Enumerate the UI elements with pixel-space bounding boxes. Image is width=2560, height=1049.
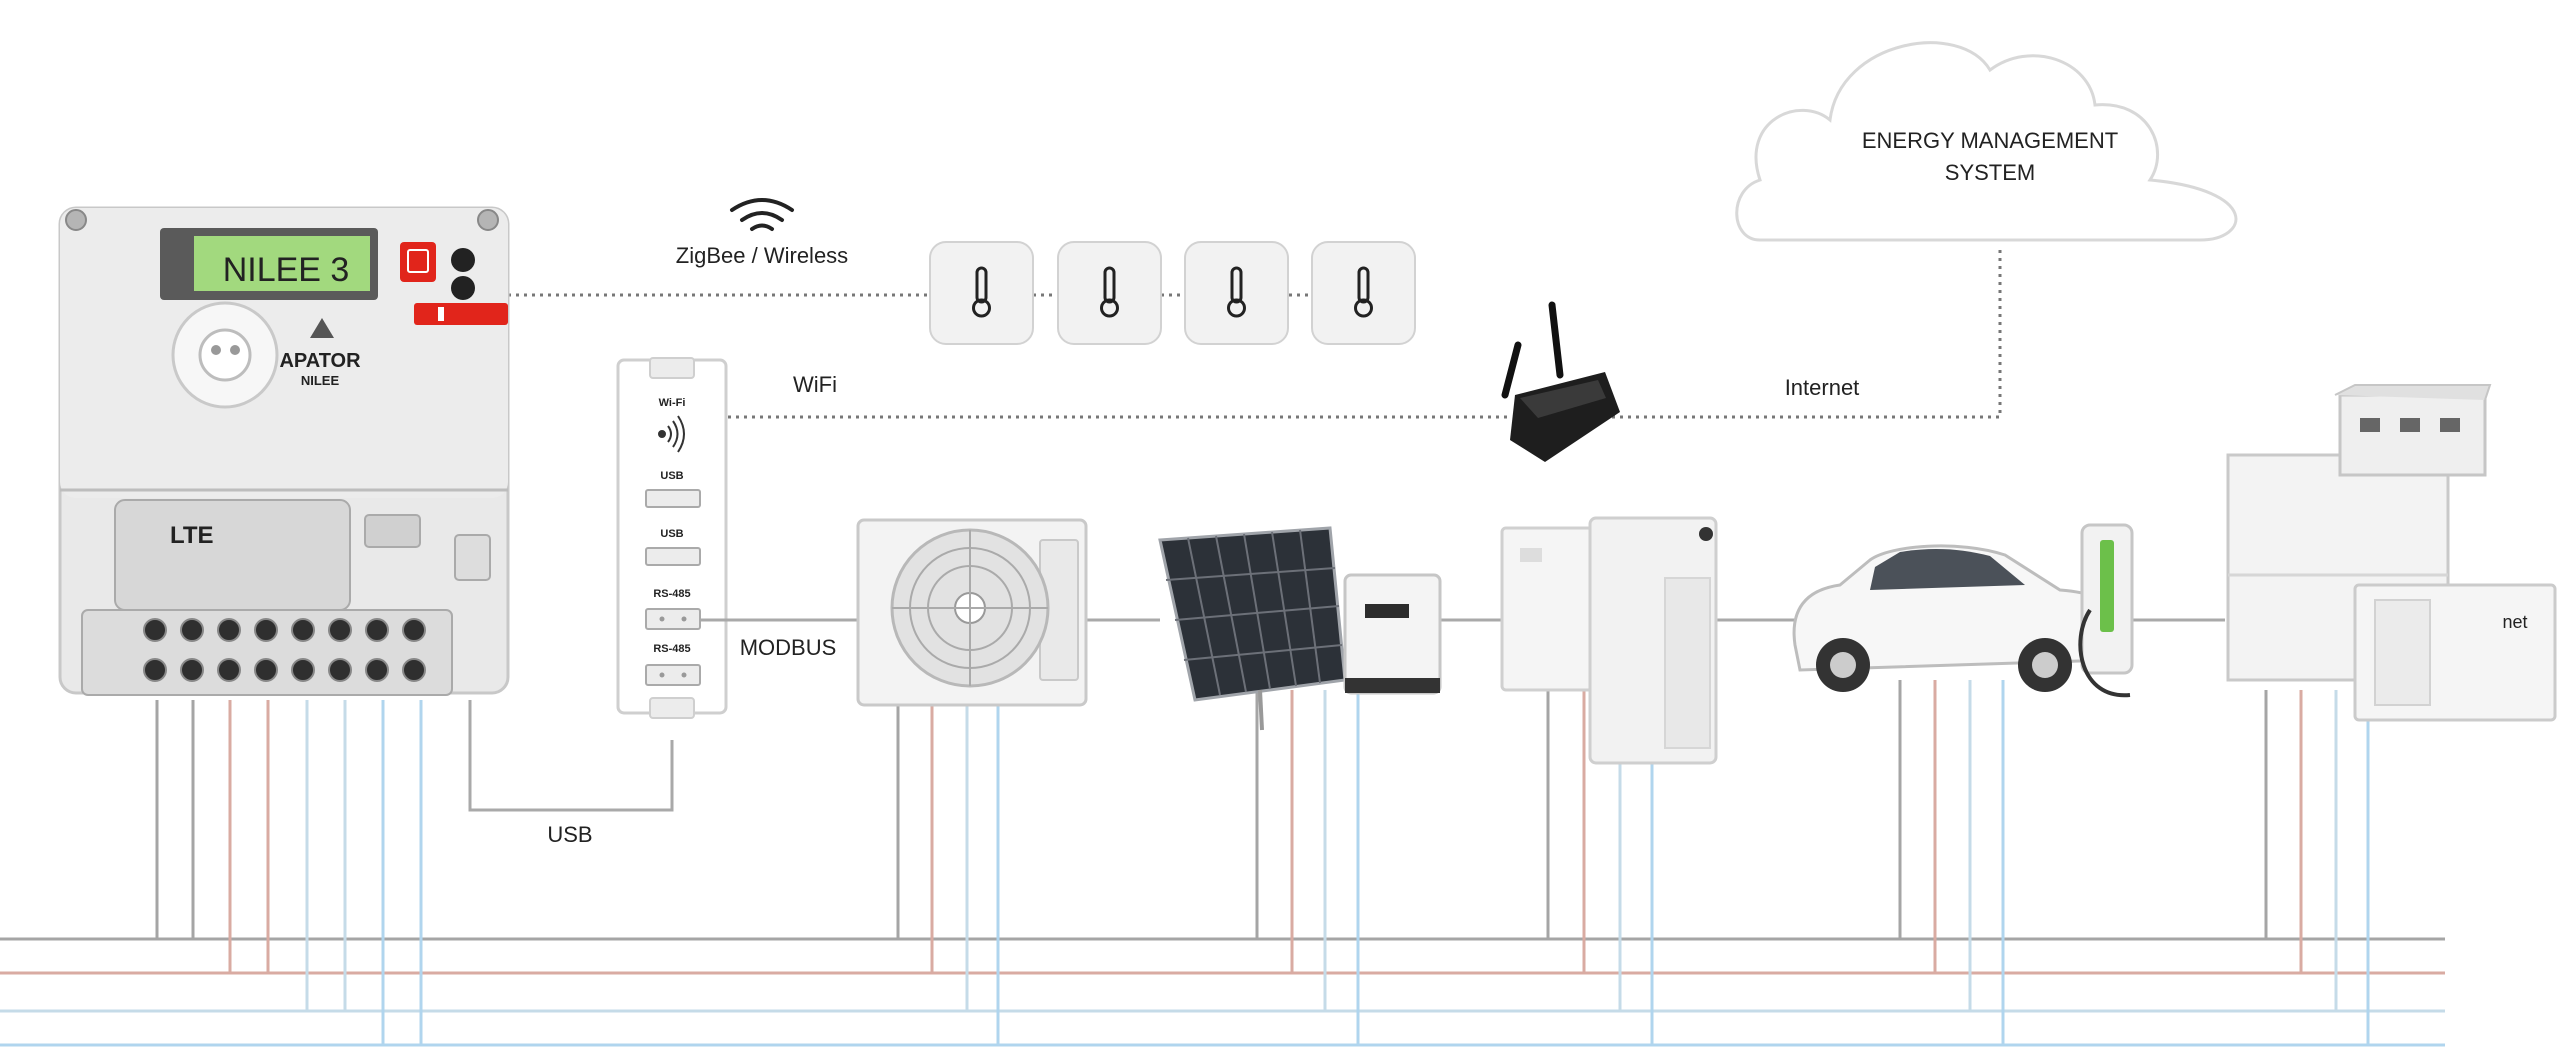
gateway-usb2-label: USB — [660, 528, 683, 540]
thermometer-icon — [1354, 266, 1373, 318]
gateway-device: Wi-Fi USB USB RS-485 RS-485 — [616, 357, 728, 719]
cloud-shape — [1735, 41, 2238, 242]
terminal-screw-icon — [328, 618, 352, 642]
gateway-rs485-2-label: RS-485 — [653, 643, 690, 655]
terminal-screw-icon — [180, 658, 204, 682]
terminal-screw-icon — [217, 618, 241, 642]
meter-seal-strip — [414, 303, 508, 325]
thermometer-icon — [1100, 266, 1119, 318]
communication-links — [508, 245, 2002, 419]
gateway-rs485-1-label: RS-485 — [653, 588, 690, 600]
apator-logo-icon — [310, 318, 334, 338]
terminal-screw-icon — [143, 618, 167, 642]
usb-label: USB — [547, 822, 592, 847]
terminal-screw-icon — [217, 658, 241, 682]
terminal-screw-icon — [291, 658, 315, 682]
smart-meter: NILEE 3 APATOR NILEE LTE — [58, 206, 510, 696]
wireless-icon — [730, 198, 794, 231]
device-wires — [896, 680, 2370, 1045]
gateway-wifi-label: Wi-Fi — [659, 397, 686, 409]
thermostat-1 — [929, 241, 1034, 345]
wifi-label: WiFi — [793, 372, 837, 397]
router-icon — [1501, 301, 1620, 462]
energy-management-cloud: ENERGY MANAGEMENT SYSTEM — [1735, 41, 2238, 242]
terminal-screw-icon — [402, 658, 426, 682]
meter-model: NILEE — [301, 373, 340, 388]
gateway-usb1-label: USB — [660, 470, 683, 482]
terminal-screw-icon — [143, 658, 167, 682]
cloud-label-line1: ENERGY MANAGEMENT — [1862, 128, 2118, 153]
terminal-screw-icon — [291, 618, 315, 642]
thermometer-icon — [1227, 266, 1246, 318]
terminal-screw-icon — [254, 658, 278, 682]
heat-pump-icon — [856, 518, 1088, 707]
lte-module-label: LTE — [170, 522, 214, 549]
terminal-screw-icon — [254, 618, 278, 642]
terminal-screw-icon — [328, 658, 352, 682]
energy-container-icon: net — [2226, 384, 2557, 722]
usb-cable — [468, 700, 674, 812]
lte-module — [114, 499, 351, 611]
power-bus — [0, 937, 2445, 1047]
thermostat-4 — [1311, 241, 1416, 345]
terminal-screw-icon — [365, 618, 389, 642]
terminal-screw-icon — [402, 618, 426, 642]
usb-port-2 — [645, 547, 701, 566]
rs485-port-1 — [645, 608, 701, 630]
meter-wires — [155, 700, 423, 1045]
inverter-icon — [1343, 573, 1442, 695]
battery-storage-icon — [1500, 516, 1718, 765]
thermostat-row — [929, 241, 1416, 345]
thermostat-3 — [1184, 241, 1289, 345]
terminal-screw-icon — [365, 658, 389, 682]
ev-charger-icon — [2078, 523, 2134, 698]
zigbee-label: ZigBee / Wireless — [676, 243, 848, 268]
solar-panel-icon — [1158, 526, 1347, 731]
wifi-signal-icon — [658, 415, 685, 453]
electric-car-icon — [1792, 544, 2114, 692]
terminal-block — [81, 609, 453, 696]
meter-display-screen — [194, 236, 370, 291]
rs485-port-2 — [645, 664, 701, 686]
meter-terminals — [143, 618, 426, 682]
thermostat-2 — [1057, 241, 1162, 345]
modbus-label: MODBUS — [740, 635, 837, 660]
meter-brand: APATOR — [279, 350, 361, 372]
meter-display-text: NILEE 3 — [223, 251, 350, 289]
thermometer-icon — [972, 266, 991, 318]
container-brand-label: net — [2502, 612, 2527, 632]
internet-label: Internet — [1785, 375, 1860, 400]
terminal-screw-icon — [180, 618, 204, 642]
usb-port-1 — [645, 489, 701, 508]
cloud-label-line2: SYSTEM — [1945, 160, 2035, 185]
